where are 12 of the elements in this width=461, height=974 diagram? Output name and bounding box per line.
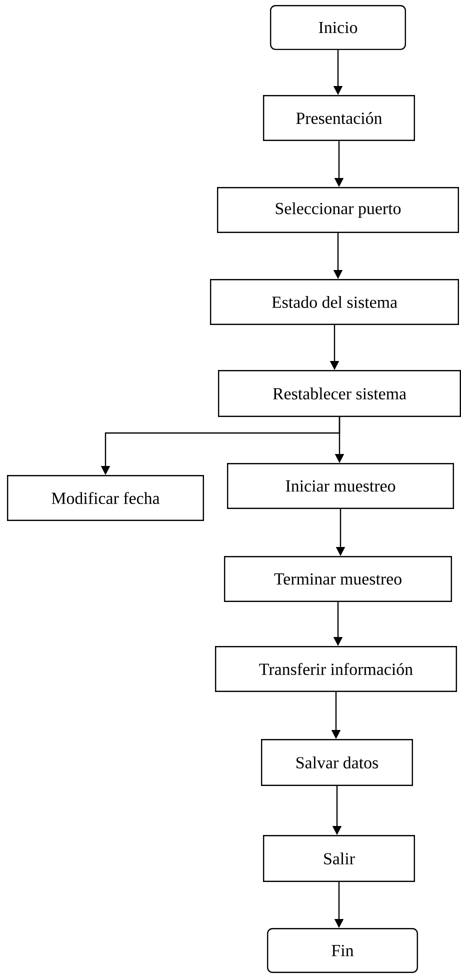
process-box: Salvar datos (261, 739, 413, 786)
process-box: Presentación (263, 95, 415, 141)
process-box: Seleccionar puerto (217, 187, 459, 233)
process-box: Modificar fecha (7, 475, 204, 521)
terminal-box: Fin (267, 928, 418, 973)
process-box: Transferir información (215, 646, 457, 692)
process-box: Salir (263, 835, 415, 882)
terminal-box: Inicio (270, 5, 406, 50)
process-box: Iniciar muestreo (227, 463, 454, 509)
process-box: Estado del sistema (210, 279, 459, 326)
process-box: Terminar muestreo (224, 556, 452, 602)
process-box: Restablecer sistema (218, 370, 461, 418)
